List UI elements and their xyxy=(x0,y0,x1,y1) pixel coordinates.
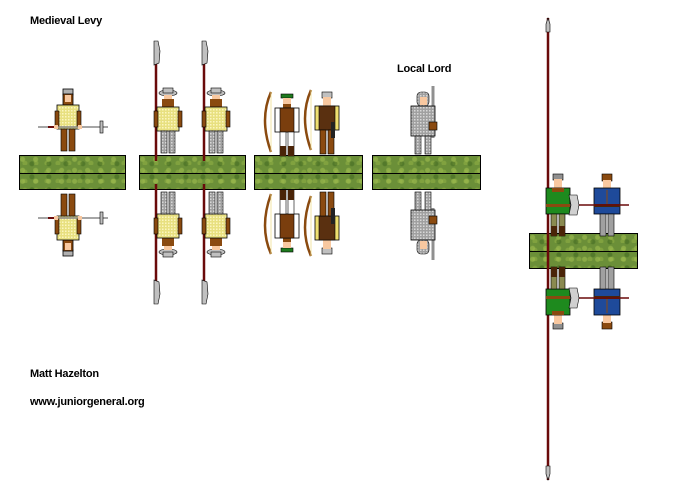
figure-blue-axeman-reflected xyxy=(568,266,630,330)
figure-green-spearman xyxy=(545,173,571,237)
website-credit: www.juniorgeneral.org xyxy=(30,396,145,408)
fold-line xyxy=(20,172,125,174)
figure-archer-helmet xyxy=(303,88,341,156)
base-levy-axeman xyxy=(19,155,126,190)
figure-archer-green-cap-reflected xyxy=(263,188,301,256)
figure-local-lord xyxy=(409,84,439,156)
fold-line xyxy=(530,251,637,252)
sheet-title: Medieval Levy xyxy=(30,15,102,27)
base-levy-pike-axe xyxy=(529,233,638,269)
figure-green-spearman-reflected xyxy=(545,266,571,330)
figure-billman-1 xyxy=(152,39,184,163)
figure-levy-axeman xyxy=(37,88,109,152)
figure-levy-axeman-reflected xyxy=(37,193,109,257)
figure-billman-2 xyxy=(200,39,232,163)
base-levy-billmen xyxy=(139,155,246,190)
fold-line xyxy=(255,172,362,174)
fold-line xyxy=(373,172,480,174)
figure-blue-axeman xyxy=(568,173,630,237)
figure-archer-green-cap xyxy=(263,90,301,158)
group-label-local-lord: Local Lord xyxy=(397,63,452,75)
figure-local-lord-reflected xyxy=(409,190,439,262)
long-spear-icon xyxy=(545,17,551,481)
figure-billman-2-reflected xyxy=(200,182,232,306)
figure-billman-1-reflected xyxy=(152,182,184,306)
figure-archer-helmet-reflected xyxy=(303,190,341,258)
fold-line xyxy=(140,172,245,174)
base-local-lord xyxy=(372,155,481,190)
base-levy-archers xyxy=(254,155,363,190)
author-credit: Matt Hazelton xyxy=(30,368,99,380)
